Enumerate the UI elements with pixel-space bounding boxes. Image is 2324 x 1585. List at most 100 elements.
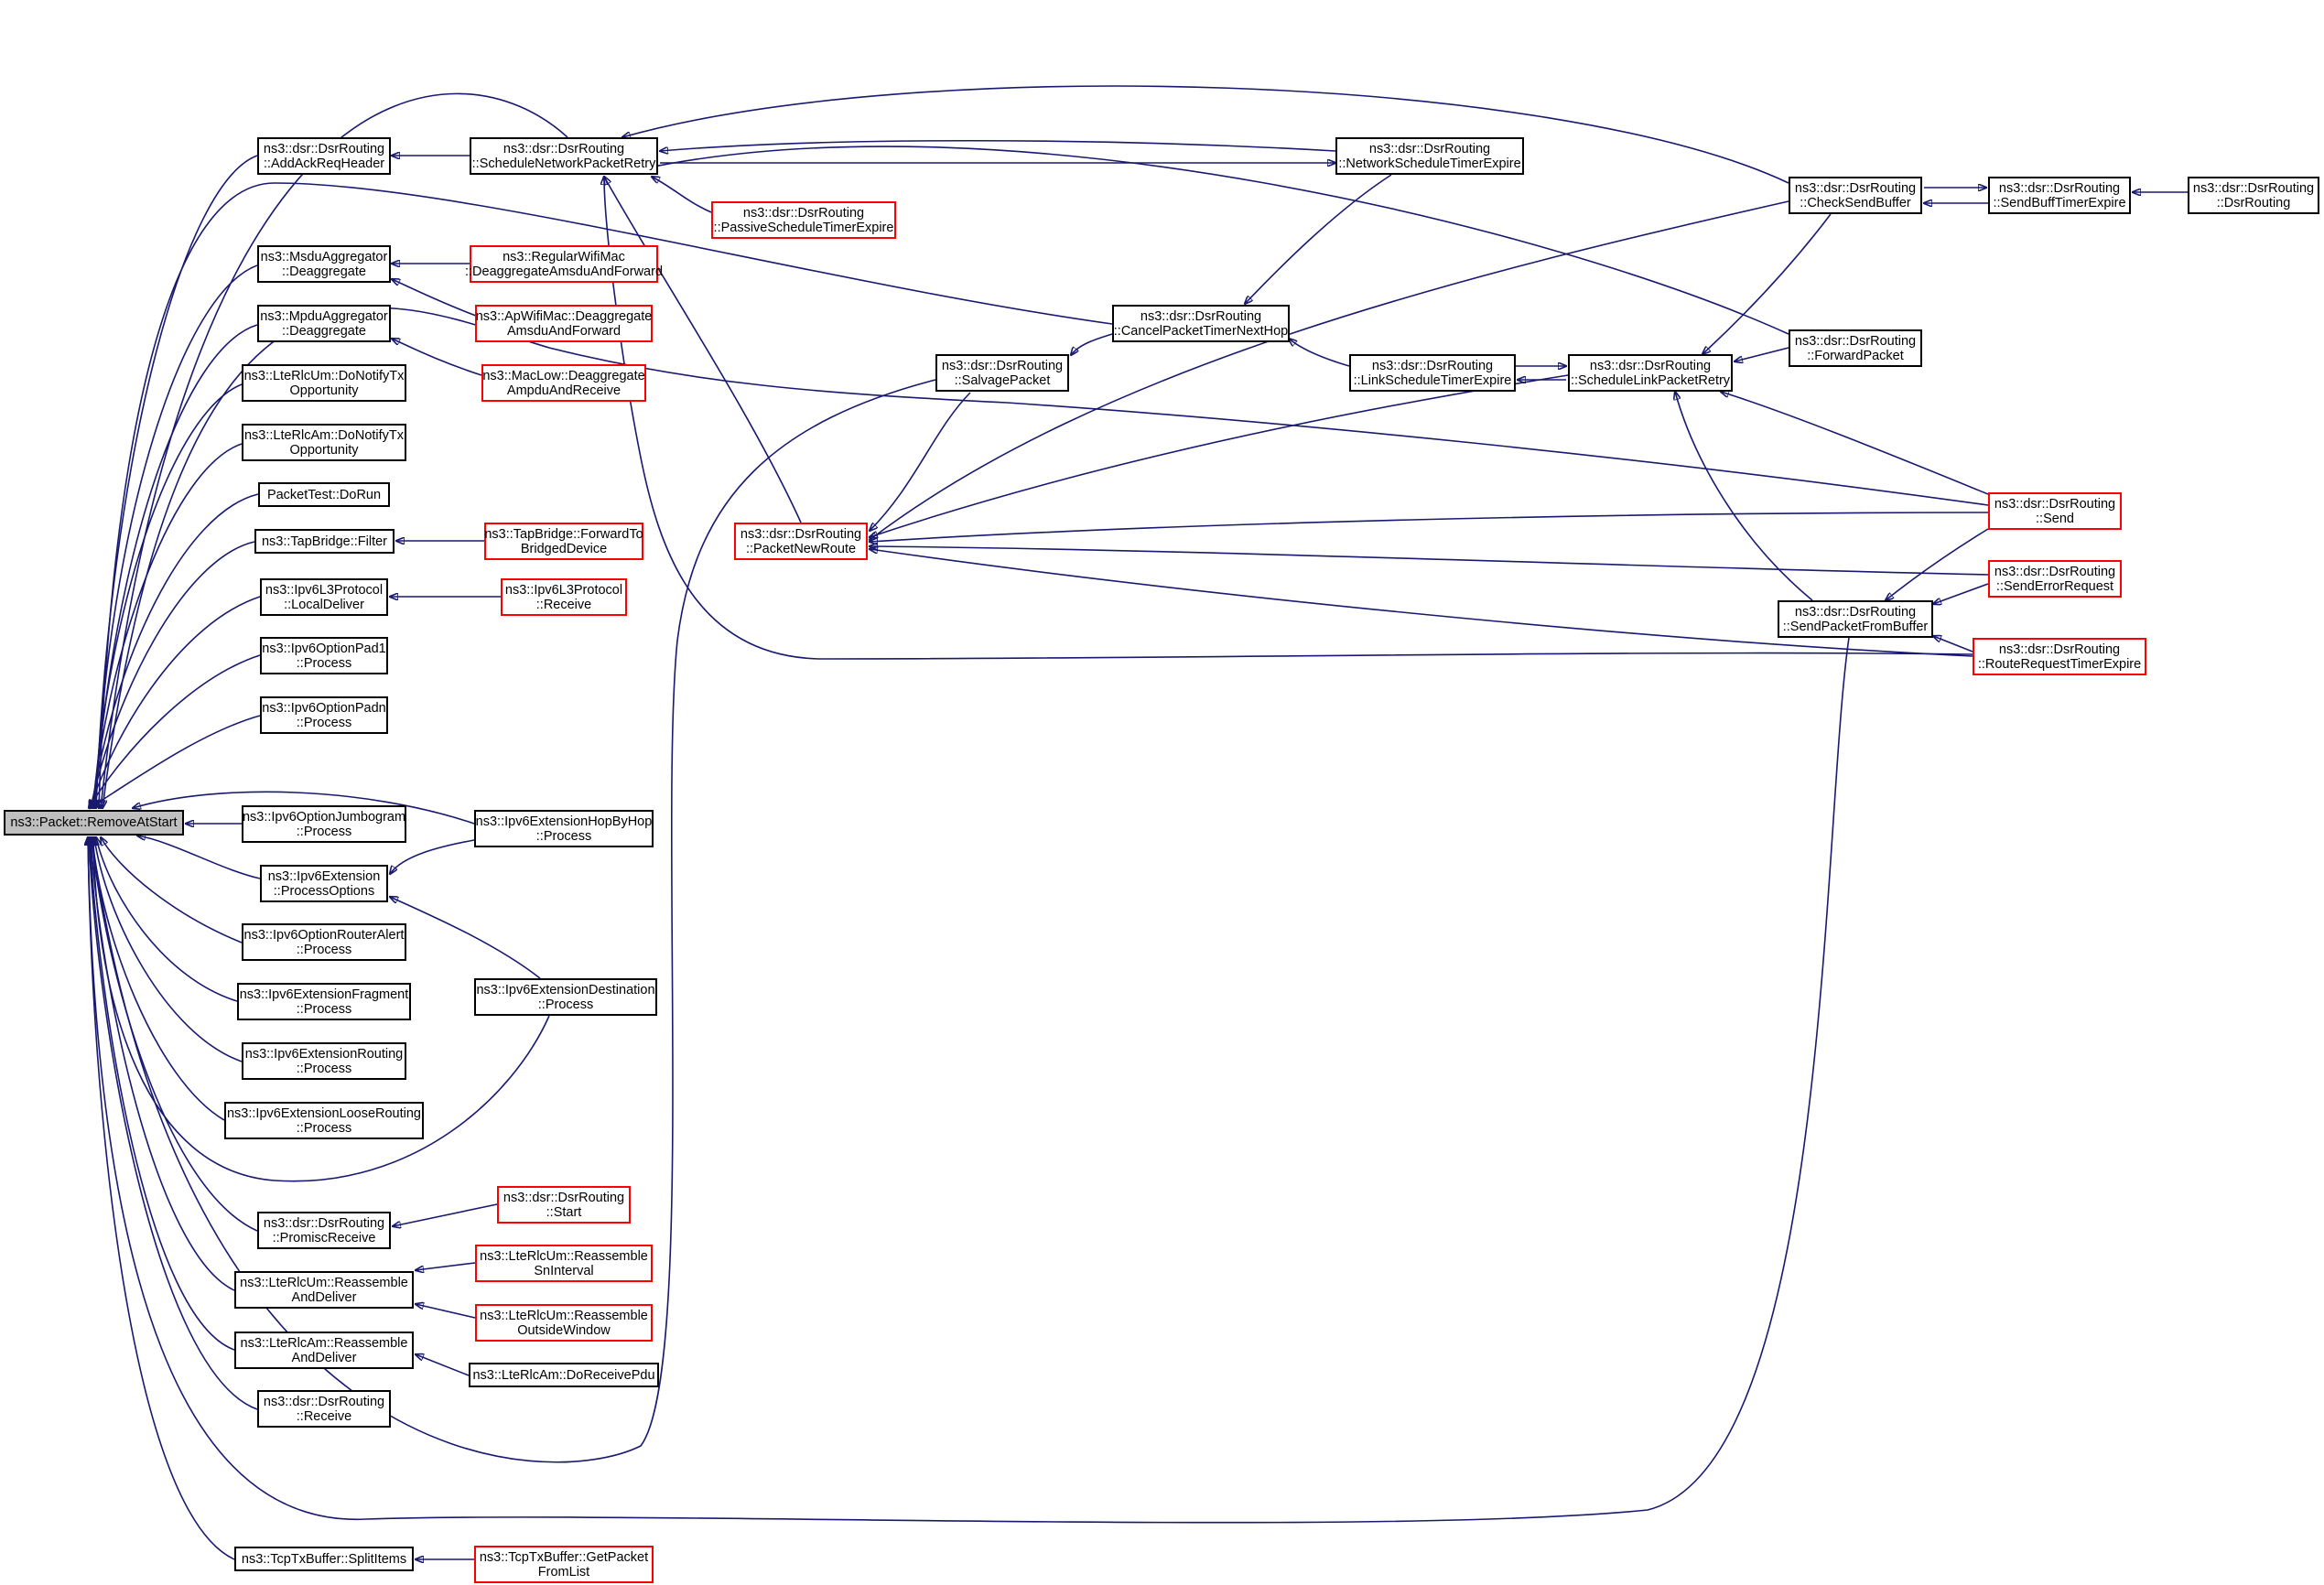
node-dsr-routing-constructor[interactable]: ns3::dsr::DsrRouting ::DsrRouting [2188,177,2319,214]
node-label-line: ns3::dsr::DsrRouting [1368,141,1491,156]
node-ipv6-l3-local-deliver[interactable]: ns3::Ipv6L3Protocol ::LocalDeliver [260,578,388,616]
node-check-send-buffer[interactable]: ns3::dsr::DsrRouting ::CheckSendBuffer [1789,177,1922,214]
node-label-line: ns3::dsr::DsrRouting [740,526,862,542]
node-label-line: ::LinkScheduleTimerExpire [1353,372,1512,388]
node-label-line: ns3::Ipv6ExtensionRouting [244,1046,404,1062]
node-forward-packet[interactable]: ns3::dsr::DsrRouting ::ForwardPacket [1789,329,1922,367]
node-label-line: ::ForwardPacket [1807,348,1904,363]
node-salvage-packet[interactable]: ns3::dsr::DsrRouting ::SalvagePacket [935,354,1069,392]
node-label-line: ::Process [296,655,352,671]
node-label-line: ::Process [296,942,352,957]
node-msdu-aggregator-deaggregate[interactable]: ns3::MsduAggregator ::Deaggregate [257,245,391,283]
node-label-line: ::ProcessOptions [273,883,375,899]
node-dsr-start[interactable]: ns3::dsr::DsrRouting ::Start [497,1186,631,1224]
node-label-line: ::SalvagePacket [954,372,1051,388]
node-label-line: ns3::TapBridge::Filter [261,534,387,549]
node-lte-rlc-um-reassemble[interactable]: ns3::LteRlcUm::Reassemble AndDeliver [234,1271,414,1309]
edge-route-sched-net [604,177,1973,660]
node-dsr-send[interactable]: ns3::dsr::DsrRouting ::Send [1988,492,2122,530]
node-label-line: ::SendPacketFromBuffer [1782,619,1929,634]
node-ipv6-option-padn[interactable]: ns3::Ipv6OptionPadn ::Process [260,696,388,734]
edge-root-am-reassemble [90,837,235,1351]
node-mac-low-deaggregate[interactable]: ns3::MacLow::Deaggregate AmpduAndReceive [481,364,646,402]
node-label-line: ns3::dsr::DsrRouting [1140,308,1262,324]
node-tcp-tx-buffer-split-items[interactable]: ns3::TcpTxBuffer::SplitItems [234,1547,414,1571]
node-lte-rlc-um-reassemble-outside-window[interactable]: ns3::LteRlcUm::Reassemble OutsideWindow [475,1304,653,1342]
node-tap-bridge-filter[interactable]: ns3::TapBridge::Filter [254,529,395,554]
node-label-line: ns3::LteRlcUm::Reassemble [480,1308,648,1323]
node-regular-wifi-mac-deaggregate[interactable]: ns3::RegularWifiMac ::DeaggregateAmsduAn… [465,245,663,283]
node-ipv6-extension-hop-by-hop[interactable]: ns3::Ipv6ExtensionHopByHop ::Process [474,810,654,847]
node-ipv6-extension-loose-routing[interactable]: ns3::Ipv6ExtensionLooseRouting ::Process [224,1102,424,1139]
edge-sched-passive [652,177,712,213]
node-tap-bridge-forward-to[interactable]: ns3::TapBridge::ForwardTo BridgedDevice [484,523,643,560]
node-label-line: SnInterval [534,1263,594,1278]
node-add-ack-req-header[interactable]: ns3::dsr::DsrRouting ::AddAckReqHeader [257,137,391,175]
edge-root-loose [92,837,225,1121]
edge-root-destination [93,837,550,1182]
node-label-line: ::Deaggregate [282,264,366,279]
node-label-line: ns3::dsr::DsrRouting [263,141,385,156]
edge-err-from [1933,583,1989,604]
node-ipv6-extension-process-options[interactable]: ns3::Ipv6Extension ::ProcessOptions [260,865,388,902]
node-network-schedule-timer-expire[interactable]: ns3::dsr::DsrRouting ::NetworkScheduleTi… [1335,137,1524,175]
node-label-line: ns3::TapBridge::ForwardTo [484,526,643,542]
node-mpdu-aggregator-deaggregate[interactable]: ns3::MpduAggregator ::Deaggregate [257,305,391,342]
edge-send-from [1886,528,1989,600]
node-ap-wifi-mac-deaggregate[interactable]: ns3::ApWifiMac::Deaggregate AmsduAndForw… [475,305,653,342]
node-label-line: ns3::Ipv6OptionPad1 [262,641,386,656]
node-send-buff-timer-expire[interactable]: ns3::dsr::DsrRouting ::SendBuffTimerExpi… [1988,177,2131,214]
node-lte-rlc-um-notify-tx[interactable]: ns3::LteRlcUm::DoNotifyTx Opportunity [242,364,406,402]
node-label-line: ns3::LteRlcAm::DoNotifyTx [243,427,405,443]
edge-root-process-options [137,836,261,879]
node-label-line: ::Process [296,1061,352,1076]
node-ipv6-l3-receive[interactable]: ns3::Ipv6L3Protocol ::Receive [501,578,627,616]
node-packet-remove-at-start[interactable]: ns3::Packet::RemoveAtStart [4,810,184,836]
node-label-line: FromList [537,1564,590,1580]
node-ipv6-option-pad1[interactable]: ns3::Ipv6OptionPad1 ::Process [260,637,388,674]
node-ipv6-option-router-alert[interactable]: ns3::Ipv6OptionRouterAlert ::Process [242,923,406,961]
node-label-line: ns3::Ipv6ExtensionDestination [476,982,655,997]
node-label-line: ::NetworkScheduleTimerExpire [1338,156,1521,171]
edge-root-routing [94,837,243,1062]
node-ipv6-extension-fragment[interactable]: ns3::Ipv6ExtensionFragment ::Process [237,983,411,1020]
node-ipv6-option-jumbogram[interactable]: ns3::Ipv6OptionJumbogram ::Process [242,805,406,843]
node-schedule-link-packet-retry[interactable]: ns3::dsr::DsrRouting ::ScheduleLinkPacke… [1568,354,1733,392]
node-send-packet-from-buffer[interactable]: ns3::dsr::DsrRouting ::SendPacketFromBuf… [1778,600,1933,638]
node-cancel-packet-timer-next-hop[interactable]: ns3::dsr::DsrRouting ::CancelPacketTimer… [1112,305,1290,342]
edge-net-sched-net [660,139,1336,151]
edge-check-newroute [870,200,1789,540]
node-label-line: Opportunity [289,383,359,398]
node-label-line: ns3::dsr::DsrRouting [941,358,1064,373]
node-label-line: ns3::dsr::DsrRouting [1371,358,1494,373]
edge-um-um-sn [416,1262,476,1270]
node-schedule-network-packet-retry[interactable]: ns3::dsr::DsrRouting ::ScheduleNetworkPa… [470,137,658,175]
node-label-line: ns3::Ipv6ExtensionFragment [239,987,409,1002]
node-dsr-receive[interactable]: ns3::dsr::DsrRouting ::Receive [257,1390,391,1428]
node-ipv6-extension-destination[interactable]: ns3::Ipv6ExtensionDestination ::Process [474,978,657,1016]
node-label-line: BridgedDevice [520,541,608,556]
node-label-line: ::Deaggregate [282,323,366,339]
node-label-line: ::CancelPacketTimerNextHop [1113,323,1289,339]
node-lte-rlc-am-do-receive-pdu[interactable]: ns3::LteRlcAm::DoReceivePdu [469,1363,659,1387]
node-route-request-timer-expire[interactable]: ns3::dsr::DsrRouting ::RouteRequestTimer… [1973,638,2146,675]
node-link-schedule-timer-expire[interactable]: ns3::dsr::DsrRouting ::LinkScheduleTimer… [1349,354,1516,392]
node-ipv6-extension-routing[interactable]: ns3::Ipv6ExtensionRouting ::Process [242,1042,406,1080]
node-lte-rlc-am-notify-tx[interactable]: ns3::LteRlcAm::DoNotifyTx Opportunity [242,424,406,461]
edge-root-send-buffer [88,637,1850,1524]
node-passive-schedule-timer-expire[interactable]: ns3::dsr::DsrRouting ::PassiveScheduleTi… [711,201,896,239]
node-packet-new-route[interactable]: ns3::dsr::DsrRouting ::PacketNewRoute [734,523,868,560]
edge-send-newroute [870,512,1989,542]
node-label-line: PacketTest::DoRun [266,487,382,502]
node-label-line: ::Receive [296,1408,352,1424]
node-lte-rlc-am-reassemble[interactable]: ns3::LteRlcAm::Reassemble AndDeliver [234,1332,414,1369]
node-packet-test-do-run[interactable]: PacketTest::DoRun [258,482,390,507]
node-label-line: ns3::dsr::DsrRouting [1994,496,2116,512]
node-label-line: ns3::Ipv6L3Protocol [265,582,384,598]
node-dsr-promisc-receive[interactable]: ns3::dsr::DsrRouting ::PromiscReceive [257,1212,391,1249]
node-send-error-request[interactable]: ns3::dsr::DsrRouting ::SendErrorRequest [1988,560,2122,598]
node-label-line: ns3::Ipv6Extension [267,868,381,884]
node-lte-rlc-um-reassemble-sn-interval[interactable]: ns3::LteRlcUm::Reassemble SnInterval [475,1245,653,1282]
node-tcp-tx-buffer-get-packet[interactable]: ns3::TcpTxBuffer::GetPacket FromList [474,1546,654,1583]
